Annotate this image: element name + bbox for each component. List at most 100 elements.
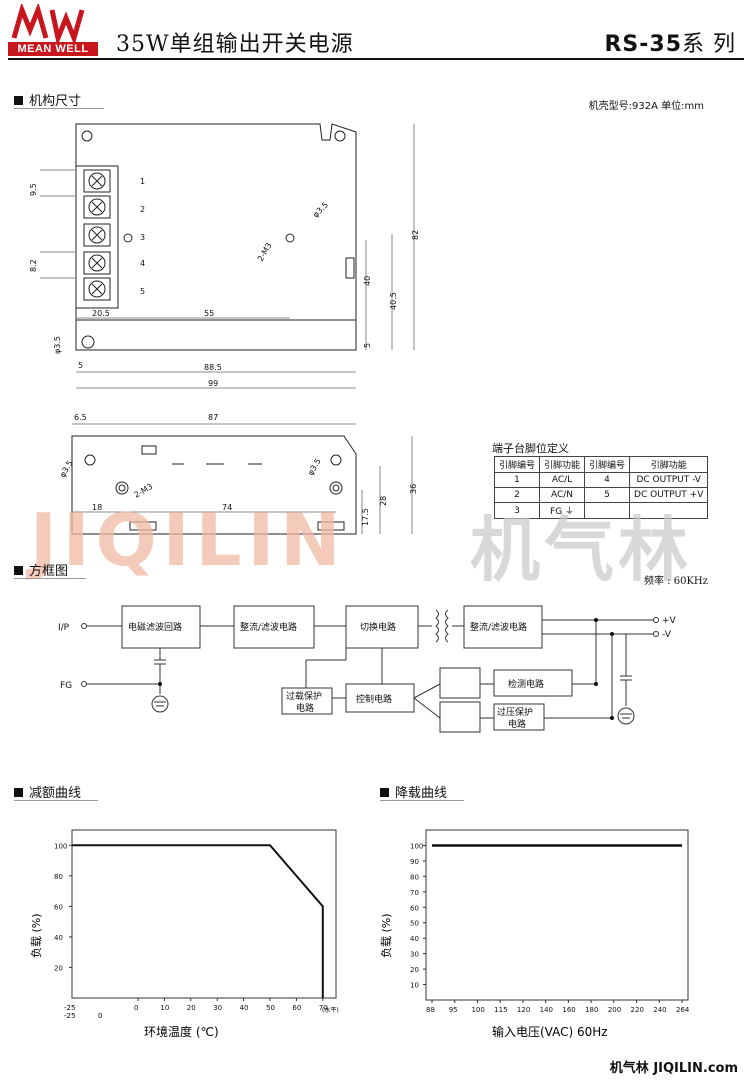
- optocoupler-icon: [439, 701, 481, 733]
- table-cell: 1: [493, 472, 541, 488]
- x-tick-label: 100: [471, 1006, 484, 1014]
- section-dimensions-label: 机构尺寸: [29, 94, 82, 109]
- bullet-square: [380, 788, 389, 797]
- table-header: 引脚功能: [629, 456, 709, 473]
- output-label: +V: [662, 616, 677, 626]
- x-axis-label: 输入电压(VAC) 60Hz: [492, 1024, 608, 1039]
- dim-label: 20.5: [92, 309, 110, 318]
- transformer-icon: [435, 609, 439, 643]
- dim-label: 17.5: [361, 508, 370, 526]
- dim-label: 5: [363, 343, 372, 348]
- x-tick-label: 240: [653, 1006, 666, 1014]
- ground-icon: [151, 695, 169, 713]
- section-derating-label: 减额曲线: [29, 786, 82, 801]
- x-min-label: 0: [98, 1012, 102, 1020]
- block-detect: [493, 669, 573, 697]
- y-tick-label: 40: [54, 934, 63, 942]
- y-axis-label: 负载 (%): [29, 913, 43, 958]
- bullet-square: [14, 96, 23, 105]
- chart-frame: [425, 829, 689, 1001]
- block-diagram: I/P FG 电磁滤波回路 整流/滤波电路 切换电路 整流/滤波电路 过载保护 …: [58, 605, 677, 733]
- dim-label: 28: [379, 496, 388, 506]
- page-title: 35W单组输出开关电源: [116, 32, 354, 57]
- side-view-drawing: 6.5 87 18 74 17.5 28 36 φ3.5 φ3.5 2-M3: [58, 413, 418, 535]
- table-cell: AC/L: [539, 472, 586, 488]
- x-tick-label: 70: [319, 1004, 328, 1012]
- block-label: 电路: [508, 718, 526, 730]
- bullet-square: [14, 788, 23, 797]
- section-underline: [14, 578, 86, 579]
- y-tick-label: 60: [54, 903, 63, 911]
- dim-label: 9.5: [29, 183, 38, 196]
- x-min-label: -25: [64, 1004, 75, 1012]
- footer-brand: 机气林 JIQILIN.com: [610, 1057, 738, 1076]
- section-dimensions: 机构尺寸: [14, 90, 104, 109]
- x-min-label: -25: [64, 1012, 75, 1020]
- chart-frame: [71, 829, 337, 999]
- x-tick-label: 180: [585, 1006, 598, 1014]
- hole-label: φ3.5: [53, 336, 62, 354]
- top-view-drawing: 1 2 3 4 5 9.5 8.2 20.5 55 5 88.5 99 5 40…: [29, 123, 420, 389]
- dim-label: 99: [208, 379, 218, 388]
- y-tick-label: 20: [410, 966, 419, 974]
- x-tick-label: 95: [449, 1006, 458, 1014]
- dim-label: 5: [78, 361, 83, 370]
- hole-label: φ3.5: [306, 457, 323, 477]
- section-block-label: 方框图: [29, 564, 69, 579]
- series-suffix: 系 列: [682, 32, 736, 57]
- y-tick-label: 80: [54, 873, 63, 881]
- dim-label: 82: [411, 230, 420, 240]
- block-label: 整流/滤波电路: [470, 621, 527, 633]
- y-tick-label: 90: [410, 858, 419, 866]
- case-info: 机壳型号:932A 单位:mm: [588, 101, 704, 112]
- y-tick-label: 30: [410, 951, 419, 959]
- header-rule: [8, 58, 744, 60]
- block-label: 整流/滤波电路: [240, 621, 297, 633]
- watermark-cn: 机气林: [470, 509, 692, 591]
- dim-label: 74: [222, 503, 232, 512]
- y-tick-label: 100: [410, 842, 423, 850]
- x-tick-label: 88: [426, 1006, 435, 1014]
- block-ovp: [493, 703, 545, 731]
- series-code: RS-35: [604, 32, 682, 57]
- y-tick-label: 70: [410, 889, 419, 897]
- ground-icon: [617, 707, 635, 725]
- section-underline: [14, 800, 98, 801]
- x-tick-label: 10: [160, 1004, 169, 1012]
- x-tick-label: 20: [187, 1004, 196, 1012]
- terminal-block: [75, 165, 119, 309]
- x-tick-label: 120: [517, 1006, 530, 1014]
- x-tick-label: 140: [540, 1006, 553, 1014]
- block-label: 过载保护: [286, 690, 322, 702]
- x-tick-label: 220: [631, 1006, 644, 1014]
- io-label: FG: [60, 681, 72, 691]
- x-tick-label: 264: [676, 1006, 690, 1014]
- hole-label: φ3.5: [311, 200, 330, 219]
- block-rect1: [233, 605, 315, 649]
- table-header-row: 引脚编号 引脚功能 引脚编号 引脚功能: [493, 456, 709, 473]
- dim-label: 6.5: [74, 413, 87, 422]
- table-cell: 4: [584, 472, 631, 488]
- y-tick-label: 80: [410, 873, 419, 881]
- thread-label: 2-M3: [256, 241, 274, 263]
- dim-label: 40: [363, 276, 372, 286]
- frequency-label: 频率 : 60KHz: [644, 576, 708, 587]
- table-row: 1 AC/L 4 DC OUTPUT -V: [493, 472, 709, 488]
- block-label: 电磁滤波回路: [128, 621, 182, 633]
- x-tick-label: 160: [562, 1006, 575, 1014]
- side-case-outline: [71, 435, 357, 535]
- dim-label: 55: [204, 309, 214, 318]
- dim-label: 36: [409, 484, 418, 494]
- dim-label: 8.2: [29, 259, 38, 272]
- block-emi: [121, 605, 201, 649]
- table-row: 3 FG ⏚: [493, 502, 709, 519]
- footer-url: JIQILIN.com: [653, 1061, 738, 1076]
- x-axis-label: 环境温度 (℃): [144, 1024, 219, 1039]
- section-load: 降载曲线: [380, 782, 464, 801]
- x-tick-label: 60: [292, 1004, 301, 1012]
- derating-series-line: [72, 844, 324, 998]
- case-outline: [75, 123, 357, 351]
- terminal-number: 3: [140, 233, 145, 242]
